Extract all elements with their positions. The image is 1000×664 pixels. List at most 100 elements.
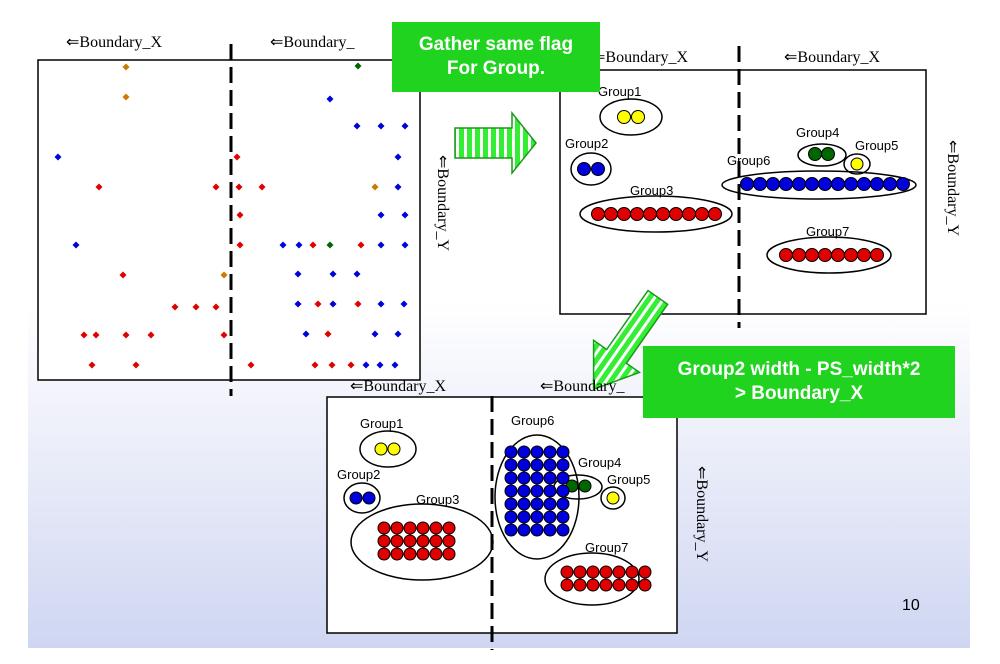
group-dot	[530, 471, 544, 485]
group-dot	[591, 162, 605, 176]
scatter-point	[92, 331, 100, 339]
scatter-point	[329, 300, 337, 308]
group-dot	[612, 578, 626, 592]
group-dot	[643, 207, 657, 221]
group-dot	[517, 510, 531, 524]
scatter-point	[353, 270, 361, 278]
scatter-point	[377, 211, 385, 219]
panel-grouped-group-3: Group3	[579, 183, 733, 233]
group-dot	[870, 248, 884, 262]
group-dot	[708, 207, 722, 221]
group-dot	[504, 484, 518, 498]
scatter-point	[401, 122, 409, 130]
group-dot	[573, 578, 587, 592]
group-dot	[808, 147, 822, 161]
group-dot	[753, 177, 767, 191]
scatter-point	[357, 241, 365, 249]
group-dot	[586, 565, 600, 579]
panel-scatter-frame	[37, 59, 421, 381]
group-dot	[543, 471, 557, 485]
scatter-point	[401, 211, 409, 219]
scatter-point	[294, 300, 302, 308]
group-dot	[377, 547, 391, 561]
scatter-point	[311, 361, 319, 369]
scatter-point	[328, 361, 336, 369]
group-dot	[821, 147, 835, 161]
group-dot	[416, 521, 430, 535]
group-dot	[625, 578, 639, 592]
panel-grouped-boundary-y-label: ⇐Boundary_Y	[944, 140, 961, 237]
panel-regrouped-frame	[326, 396, 678, 634]
group-outline	[343, 482, 381, 514]
callout-group2-width: Group2 width - PS_width*2 > Boundary_X	[643, 346, 955, 418]
scatter-points	[54, 62, 409, 369]
panel-regrouped-group-3: Group3	[350, 492, 494, 581]
group-dot	[349, 491, 363, 505]
scatter-point	[377, 122, 385, 130]
group-dot	[805, 177, 819, 191]
group-dot	[517, 523, 531, 537]
panel-scatter-boundary-x-label-left: ⇐Boundary_X	[66, 34, 163, 51]
scatter-point	[377, 300, 385, 308]
group-dot	[416, 534, 430, 548]
group-outline	[843, 153, 871, 175]
group-dot	[362, 491, 376, 505]
scatter-point	[192, 303, 200, 311]
group-outline	[600, 486, 626, 510]
group-dot	[504, 510, 518, 524]
scatter-point	[95, 183, 103, 191]
group-dot	[556, 445, 570, 459]
panel-grouped-boundary-x-label-right: ⇐Boundary_X	[784, 49, 881, 66]
group-label: Group7	[806, 224, 849, 239]
group-dot	[617, 110, 631, 124]
scatter-point	[119, 271, 127, 279]
scatter-point	[394, 153, 402, 161]
panel-grouped-groups: Group1Group2Group3Group4Group5Group6Grou…	[565, 84, 917, 274]
group-dot	[556, 523, 570, 537]
scatter-point	[247, 361, 255, 369]
group-dot	[543, 458, 557, 472]
group-dot	[530, 445, 544, 459]
group-dot	[517, 471, 531, 485]
group-label: Group4	[578, 455, 621, 470]
scatter-point	[88, 361, 96, 369]
group-label: Group4	[796, 125, 839, 140]
panel-regrouped: ⇐Boundary_X ⇐Boundary_ Group1Group2Group…	[326, 378, 678, 650]
group-dot	[517, 497, 531, 511]
group-dot	[631, 110, 645, 124]
group-dot	[577, 162, 591, 176]
panel-grouped-group-4: Group4	[796, 125, 847, 167]
group-dot	[638, 578, 652, 592]
scatter-point	[294, 270, 302, 278]
group-dot	[403, 534, 417, 548]
group-outline	[766, 236, 892, 274]
panel-regrouped-group-7: Group7	[544, 540, 652, 606]
group-dot	[390, 521, 404, 535]
group-dot	[504, 471, 518, 485]
group-dot	[543, 510, 557, 524]
panel-grouped-frame	[559, 69, 927, 315]
scatter-point	[54, 153, 62, 161]
group-dot	[656, 207, 670, 221]
group-dot	[883, 177, 897, 191]
scatter-point	[376, 361, 384, 369]
group-dot	[517, 484, 531, 498]
group-dot	[792, 248, 806, 262]
group-dot	[682, 207, 696, 221]
group-dot	[831, 248, 845, 262]
page-number: 10	[902, 597, 920, 614]
panel-regrouped-group-2: Group2	[337, 467, 381, 514]
panel-regrouped-group-5: Group5	[600, 472, 650, 510]
group-dot	[599, 578, 613, 592]
group-dot	[857, 248, 871, 262]
group-dot	[560, 578, 574, 592]
scatter-point	[362, 361, 370, 369]
group-dot	[779, 248, 793, 262]
group-outline	[721, 170, 917, 200]
scatter-point	[354, 62, 362, 70]
group-dot	[630, 207, 644, 221]
group-label: Group3	[416, 492, 459, 507]
group-dot	[374, 442, 388, 456]
scatter-point	[401, 241, 409, 249]
